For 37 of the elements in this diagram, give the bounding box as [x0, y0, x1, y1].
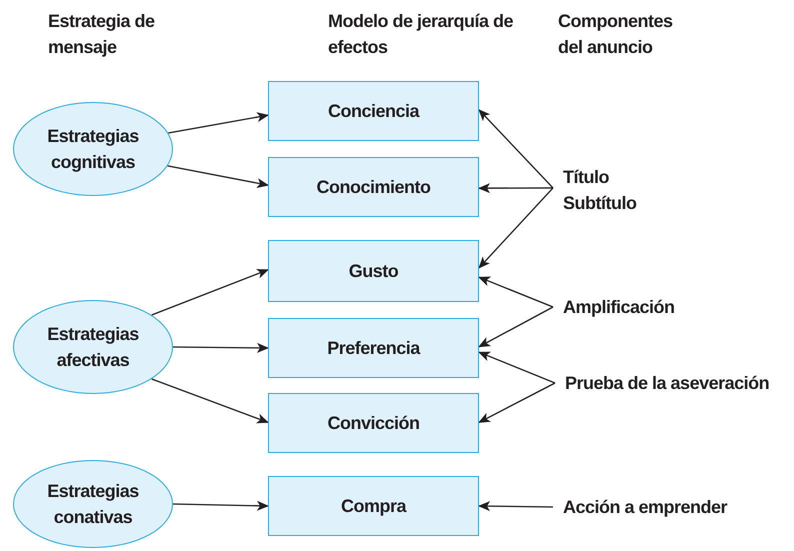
node-text: Estrategias conativas	[46, 480, 140, 529]
arrow	[168, 112, 269, 134]
arrow	[478, 109, 554, 188]
arrow	[478, 183, 553, 194]
node-text: Prueba de la aseveración	[565, 372, 770, 395]
node-text: Amplificación	[563, 296, 676, 319]
arrow	[173, 342, 269, 353]
node-text: Conocimiento	[316, 176, 430, 199]
stage-box	[268, 157, 479, 217]
node-text: Compra	[340, 495, 406, 518]
column-heading: Estrategia de mensaje	[48, 10, 156, 59]
node-text: Título	[563, 166, 610, 189]
node-text: Estrategias cognitivas	[46, 125, 140, 174]
stage-box	[268, 81, 479, 141]
node-text: Convicción	[327, 412, 420, 435]
stage-box	[268, 240, 479, 302]
node-text: Estrategias afectivas	[46, 323, 140, 372]
node-text: Subtítulo	[563, 192, 638, 215]
arrow	[478, 382, 556, 423]
arrow	[151, 378, 269, 424]
arrow	[478, 501, 553, 512]
node-text: Preferencia	[327, 337, 420, 360]
arrow	[478, 352, 556, 384]
stage-box	[268, 393, 479, 453]
stage-box	[268, 476, 479, 536]
node-text: Acción a emprender	[563, 496, 728, 519]
arrow	[478, 187, 554, 269]
arrow	[172, 500, 269, 511]
arrow	[168, 165, 269, 188]
stage-box	[268, 318, 479, 378]
node-text: Conciencia	[328, 100, 420, 123]
column-heading: Modelo de jerarquía de efectos	[328, 10, 514, 59]
arrow	[151, 269, 269, 316]
arrow	[478, 306, 554, 348]
node-text: Gusto	[348, 260, 398, 283]
column-heading: Componentes del anuncio	[558, 10, 674, 59]
arrow	[478, 276, 554, 308]
